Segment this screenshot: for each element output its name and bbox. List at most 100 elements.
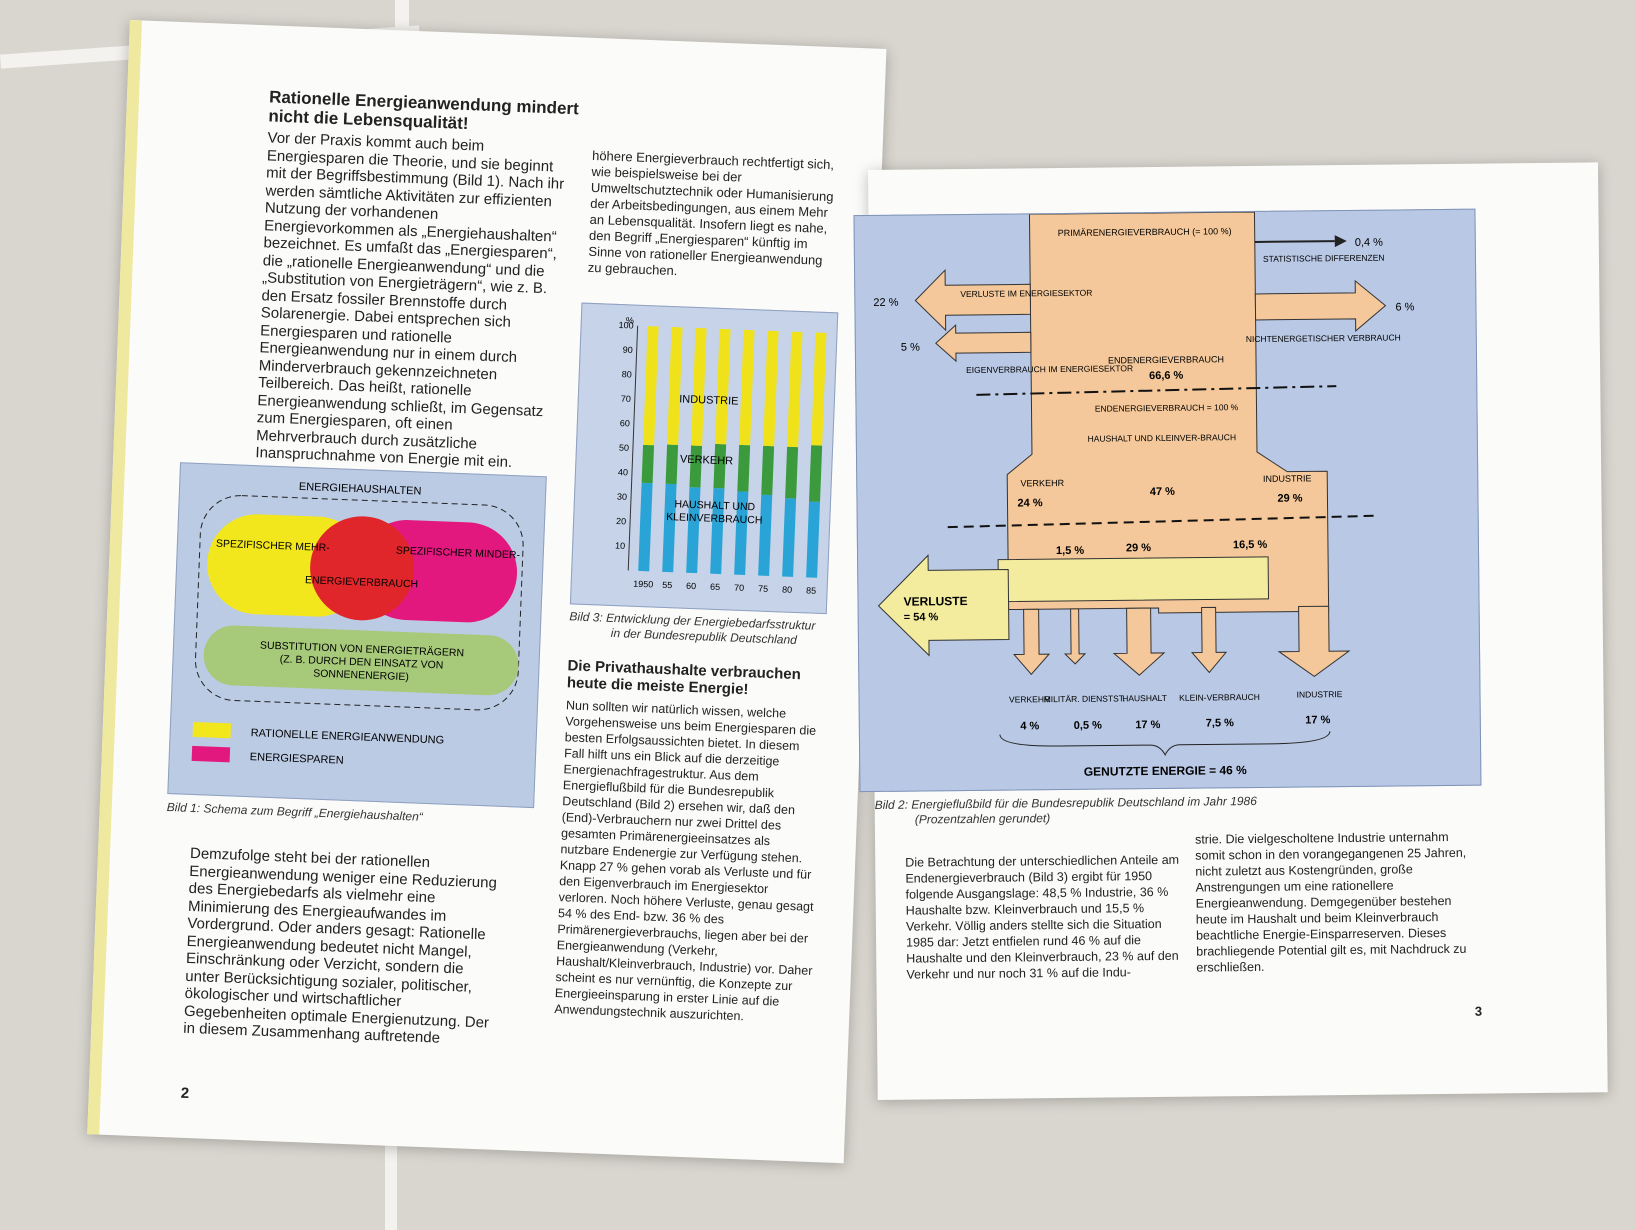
out-label-militaer: MILITÄR. DIENSTST.	[1044, 693, 1126, 704]
flow-verkehr-head: VERKEHR	[1020, 478, 1064, 488]
flow-verluste-pct: = 54 %	[904, 611, 939, 623]
col2-lower-paragraph: Nun sollten wir natürlich wissen, welche…	[554, 698, 817, 1024]
bar-segment	[691, 327, 707, 446]
venn-right-label: SPEZIFISCHER MINDER-	[396, 545, 521, 562]
x-tick-label: 60	[686, 581, 696, 591]
bar-label-haushalt-2: KLEINVERBRAUCH	[666, 511, 763, 527]
y-tick-label: 100	[618, 320, 633, 331]
flow-nichtenerg-pct: 6 %	[1395, 301, 1414, 313]
flow-primaer: PRIMÄRENERGIEVERBRAUCH (= 100 %)	[1058, 226, 1232, 238]
flow-verluste-sektor-pct: 22 %	[873, 297, 898, 309]
col2-top-paragraph: höhere Energieverbrauch rechtfertigt sic…	[587, 147, 835, 279]
x-tick-label: 80	[782, 584, 792, 594]
x-tick-label: 55	[662, 580, 672, 590]
out-value-haushalt: 17 %	[1135, 719, 1160, 731]
flow-stat-diff-pct: 0,4 %	[1355, 237, 1383, 249]
flow-verluste: VERLUSTE	[903, 594, 967, 609]
left-page: Rationelle Energieanwendung mindert nich…	[87, 20, 887, 1164]
energy-flow-svg: PRIMÄRENERGIEVERBRAUCH (= 100 %) STATIST…	[873, 211, 1415, 779]
legend-rationelle: RATIONELLE ENERGIEANWENDUNG	[250, 727, 444, 746]
flow-verluste-sektor: VERLUSTE IM ENERGIESEKTOR	[960, 288, 1092, 299]
x-tick-label: 75	[758, 584, 768, 594]
flow-endenergie-pct: 66,6 %	[1149, 370, 1184, 382]
lower-paragraph: Demzufolge steht bei der rationellen Ene…	[183, 844, 498, 1047]
y-unit: %	[626, 315, 634, 325]
flow-nichtenerg: NICHTENERGETISCHER VERBRAUCH	[1246, 332, 1401, 344]
y-tick-label: 40	[618, 467, 628, 477]
out-label-verkehr: VERKEHR	[1009, 694, 1050, 704]
bar-segment	[662, 483, 677, 573]
venn-frame	[194, 495, 524, 711]
bar-segment	[689, 445, 703, 488]
legend-swatch-sparen	[191, 745, 231, 763]
y-tick-label: 80	[622, 369, 632, 379]
right-page: PRIMÄRENERGIEVERBRAUCH (= 100 %) STATIST…	[853, 162, 1608, 1100]
bar-segment	[643, 326, 659, 446]
page-number-right: 3	[1474, 1003, 1483, 1019]
x-tick-label: 85	[806, 585, 816, 595]
flow-useful-band	[997, 556, 1270, 603]
bar-segment	[758, 494, 773, 576]
bar-segment	[761, 445, 775, 496]
flow-haushalt-head: HAUSHALT UND KLEINVER-BRAUCH	[1088, 432, 1237, 444]
flow-eigenverbrauch-pct: 5 %	[901, 341, 920, 353]
bar-segment	[763, 330, 779, 447]
venn-title: ENERGIEHAUSHALTEN	[299, 481, 422, 498]
bar-segment	[806, 501, 821, 578]
y-tick-label: 50	[619, 443, 629, 453]
x-tick-label: 65	[710, 582, 720, 592]
y-tick-label: 30	[617, 492, 627, 502]
y-tick-label: 70	[621, 394, 631, 404]
line-end-energy	[976, 385, 1337, 396]
right-col2-paragraph: strie. Die vielgescholtene Industrie unt…	[1194, 829, 1467, 975]
flow-loss-1: 1,5 %	[1056, 545, 1084, 557]
bar-label-haushalt-1: HAUSHALT UND	[674, 498, 756, 513]
bar-segment	[809, 445, 823, 502]
out-label-industrie: INDUSTRIE	[1297, 689, 1343, 699]
venn-diagram: ENERGIEHAUSHALTEN SPEZIFISCHER MEHR- SPE…	[167, 462, 547, 809]
arrow-out-militaer	[1063, 608, 1087, 665]
out-label-haushalt: HAUSHALT	[1122, 693, 1167, 703]
arrow-verluste-54	[877, 554, 1010, 657]
flow-verkehr-pct: 24 %	[1017, 497, 1042, 509]
bar-segment	[710, 487, 725, 575]
x-tick-label: 1950	[633, 579, 653, 590]
bar-segment	[638, 482, 653, 572]
flow-loss-3: 16,5 %	[1233, 539, 1268, 551]
venn-substitution-shape	[203, 625, 519, 696]
flow-loss-2: 29 %	[1126, 542, 1151, 554]
venn-substitution-3: SONNENENERGIE)	[313, 668, 409, 684]
out-value-verkehr: 4 %	[1020, 720, 1039, 732]
legend-sparen: ENERGIESPAREN	[250, 751, 344, 767]
bar-segment	[667, 327, 683, 445]
bar-label-industrie: INDUSTRIE	[679, 393, 739, 407]
venn-overlap-circle	[310, 516, 415, 621]
right-col1-paragraph: Die Betrachtung der unterschiedlichen An…	[905, 852, 1180, 982]
bar-segment	[734, 491, 749, 576]
arrow-eigenverbrauch	[935, 323, 1032, 363]
line-use-split	[947, 514, 1378, 529]
brace-genutzt	[999, 731, 1331, 757]
bar-segment	[782, 498, 797, 577]
venn-left-label: SPEZIFISCHER MEHR-	[216, 538, 331, 554]
flow-haushalt-pct: 47 %	[1150, 486, 1175, 498]
main-heading: Rationelle Energieanwendung mindert nich…	[268, 87, 580, 134]
bar-segment	[811, 332, 827, 446]
bar-segment	[787, 331, 803, 448]
heading-privathaushalte: Die Privathaushalte verbrauchen heute di…	[566, 657, 802, 699]
arrow-nichtenergetisch	[1254, 279, 1387, 332]
legend-swatch-rationelle	[192, 721, 232, 739]
flow-trunk	[1006, 211, 1330, 614]
arrow-stat-diff	[1254, 240, 1335, 243]
out-label-klein: KLEIN-VERBRAUCH	[1179, 692, 1260, 703]
x-tick-label: 70	[734, 583, 744, 593]
flow-industrie-pct: 29 %	[1277, 492, 1302, 504]
arrow-out-verkehr	[1012, 608, 1051, 676]
bar-segment	[737, 444, 751, 492]
page-number-left: 2	[180, 1084, 190, 1103]
arrow-out-industrie	[1277, 605, 1351, 677]
venn-svg: ENERGIEHAUSHALTEN SPEZIFISCHER MEHR- SPE…	[191, 481, 524, 767]
flow-eigenverbrauch: EIGENVERBRAUCH IM ENERGIESEKTOR	[966, 363, 1133, 375]
bar-segment	[785, 446, 799, 499]
